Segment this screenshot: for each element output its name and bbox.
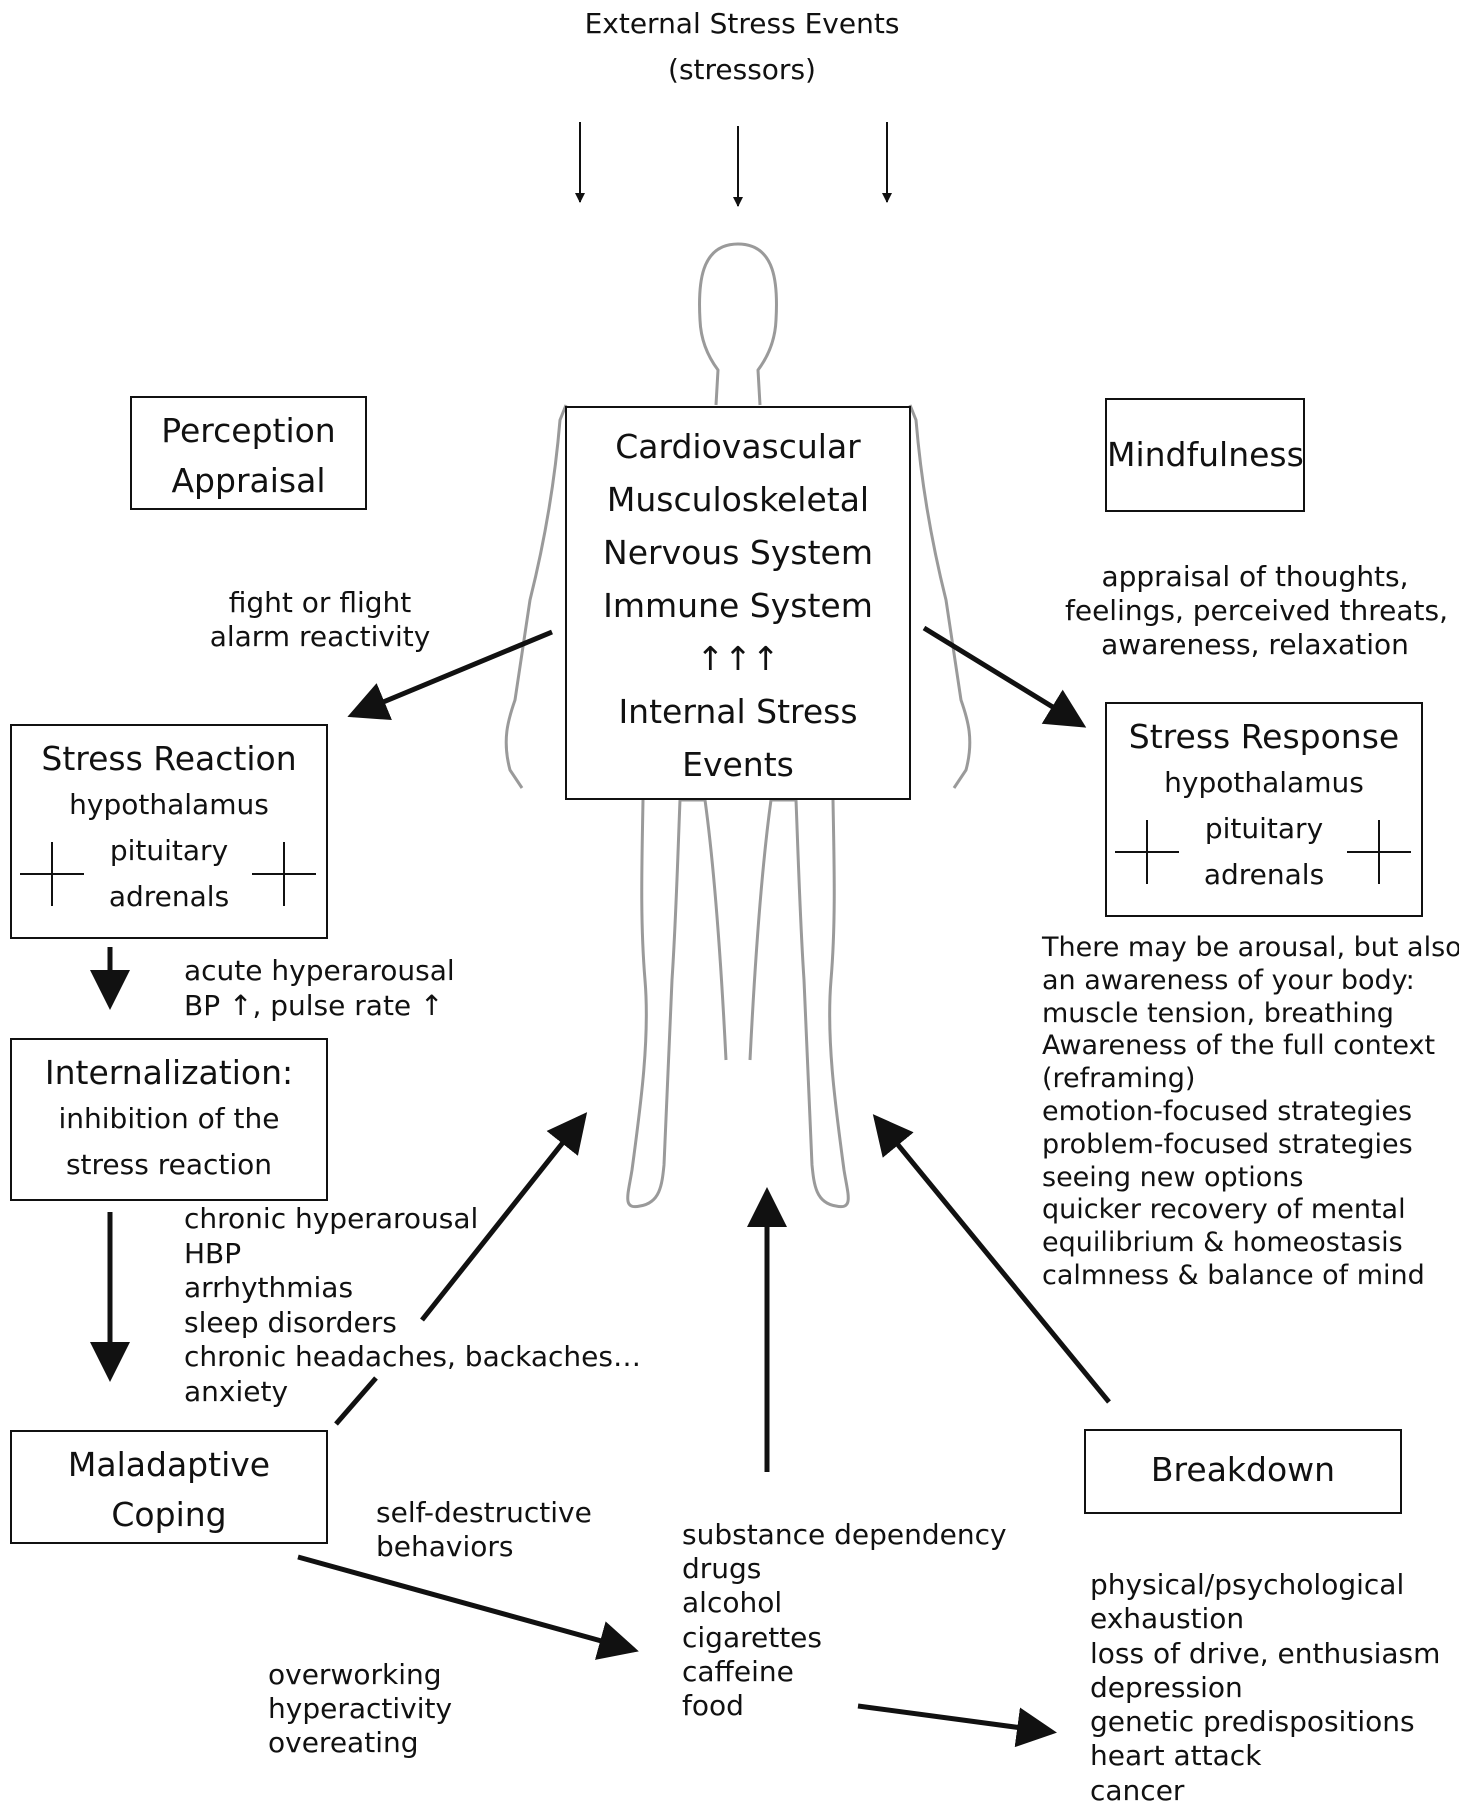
stress-response-title: Stress Response xyxy=(1128,717,1400,756)
stress-reaction-title: Stress Reaction xyxy=(41,739,297,778)
chronic-hyperarousal-text: chronic hyperarousal HBP arrhythmias sle… xyxy=(184,1202,641,1409)
appraisal-text: appraisal of thoughts, feelings, perceiv… xyxy=(1065,560,1449,662)
substance-dependency-text: substance dependency drugs alcohol cigar… xyxy=(682,1518,1007,1723)
mindfulness-label: Mindfulness xyxy=(1107,435,1304,474)
text-line: feelings, perceived threats, xyxy=(1065,594,1449,627)
center-line: Nervous System xyxy=(603,533,873,572)
cross-icon xyxy=(1115,820,1179,884)
arrow-maladaptive-to-body xyxy=(420,1112,588,1322)
text-line: genetic predispositions xyxy=(1090,1705,1415,1739)
text-line: overworking xyxy=(268,1658,442,1691)
exhaustion-text: physical/psychological exhaustion loss o… xyxy=(1090,1568,1440,1801)
text-line: quicker recovery of mental xyxy=(1042,1194,1406,1226)
text-line: chronic hyperarousal xyxy=(184,1202,479,1235)
text-line: caffeine xyxy=(682,1654,794,1688)
text-line: an awareness of your body: xyxy=(1042,964,1415,996)
overworking-text: overworking hyperactivity overeating xyxy=(268,1658,452,1761)
text-line: physical/psychological xyxy=(1090,1568,1405,1601)
text-line: heart attack xyxy=(1090,1739,1262,1773)
arrow-to-stress-response xyxy=(922,625,1087,728)
text-line: problem-focused strategies xyxy=(1042,1128,1413,1160)
arrow-to-stress-reaction xyxy=(347,629,553,721)
text-line: depression xyxy=(1090,1670,1243,1704)
human-body-outline xyxy=(504,242,972,1209)
text-line: adrenals xyxy=(1203,858,1325,891)
text-line: drugs xyxy=(682,1552,762,1586)
center-line: ↑↑↑ xyxy=(696,639,780,678)
maladaptive-line: Maladaptive xyxy=(67,1445,271,1484)
text-line: hypothalamus xyxy=(1164,766,1364,799)
text-line: chronic headaches, backaches… xyxy=(184,1340,641,1373)
stress-response-box: Stress Response hypothalamus pituitary a… xyxy=(1105,702,1423,917)
self-destructive-text: self-destructive behaviors xyxy=(376,1496,592,1564)
text-line: inhibition of the xyxy=(58,1102,280,1135)
perception-appraisal-box: Perception Appraisal xyxy=(130,396,367,510)
maladaptive-coping-box: Maladaptive Coping xyxy=(10,1430,328,1544)
breakdown-label: Breakdown xyxy=(1150,1450,1336,1489)
perception-line: Perception xyxy=(161,411,336,450)
cross-icon xyxy=(1347,820,1411,884)
arousal-awareness-text: There may be arousal, but also an awaren… xyxy=(1042,932,1459,1293)
text-line: muscle tension, breathing xyxy=(1042,997,1394,1029)
center-line: Immune System xyxy=(603,586,873,625)
text-line: arrhythmias xyxy=(184,1271,354,1304)
text-line: Awareness of the full context xyxy=(1042,1030,1436,1062)
text-line: stress reaction xyxy=(65,1148,273,1181)
text-line: appraisal of thoughts, xyxy=(1101,560,1409,593)
text-line: cancer xyxy=(1090,1773,1185,1801)
text-line: self-destructive xyxy=(376,1496,592,1529)
arrow-to-substance xyxy=(297,1554,639,1660)
text-line: hypothalamus xyxy=(69,788,269,821)
mindfulness-box: Mindfulness xyxy=(1105,398,1305,512)
external-stress-title: External Stress Events xyxy=(584,7,900,40)
internalization-box: Internalization: inhibition of the stres… xyxy=(10,1038,328,1201)
center-line: Musculoskeletal xyxy=(606,480,870,519)
text-line: equilibrium & homeostasis xyxy=(1042,1227,1403,1259)
text-line: adrenals xyxy=(108,880,230,913)
text-line: substance dependency xyxy=(682,1518,1007,1551)
fight-or-flight-text: fight or flight alarm reactivity xyxy=(200,586,440,654)
stressors-subtitle: (stressors) xyxy=(668,53,816,86)
text-line: acute hyperarousal xyxy=(184,954,455,987)
text-line: awareness, relaxation xyxy=(1101,628,1409,661)
text-line: cigarettes xyxy=(682,1620,822,1654)
text-line: pituitary xyxy=(109,834,229,867)
text-line: pituitary xyxy=(1204,812,1324,845)
breakdown-box: Breakdown xyxy=(1084,1429,1402,1514)
arrow-breakdown-to-body xyxy=(872,1114,1111,1404)
center-line: Events xyxy=(682,745,794,784)
text-line: overeating xyxy=(268,1726,419,1760)
text-line: alcohol xyxy=(682,1586,783,1620)
text-line: food xyxy=(682,1689,744,1723)
text-line: anxiety xyxy=(184,1374,289,1408)
text-line: There may be arousal, but also xyxy=(1042,932,1459,963)
text-line: BP ↑, pulse rate ↑ xyxy=(184,989,444,1022)
center-line: Internal Stress xyxy=(618,692,858,731)
text-line: exhaustion xyxy=(1090,1602,1245,1636)
text-line: calmness & balance of mind xyxy=(1042,1259,1425,1291)
appraisal-line: Appraisal xyxy=(171,461,326,500)
text-line: behaviors xyxy=(376,1530,514,1563)
text-line: hyperactivity xyxy=(268,1692,453,1726)
text-line: emotion-focused strategies xyxy=(1042,1095,1413,1127)
text-line: fight or flight xyxy=(228,586,412,619)
text-line: seeing new options xyxy=(1042,1161,1304,1193)
acute-hyperarousal-text: acute hyperarousal BP ↑, pulse rate ↑ xyxy=(184,953,455,1023)
arrow-to-breakdown-effects xyxy=(857,1703,1057,1748)
text-line: alarm reactivity xyxy=(209,620,431,653)
text-line: loss of drive, enthusiasm xyxy=(1090,1636,1441,1670)
stress-reaction-box: Stress Reaction hypothalamus pituitary a… xyxy=(10,724,328,939)
cross-icon xyxy=(252,842,316,906)
text-line: HBP xyxy=(184,1236,242,1270)
text-line: sleep disorders xyxy=(184,1305,397,1339)
arrow-maladaptive-to-body-lower xyxy=(334,1376,378,1426)
coping-line: Coping xyxy=(111,1495,227,1534)
internalization-title: Internalization: xyxy=(44,1053,294,1092)
text-line: (reframing) xyxy=(1042,1063,1196,1095)
center-line: Cardiovascular xyxy=(615,427,861,466)
internal-stress-box: Cardiovascular Musculoskeletal Nervous S… xyxy=(565,406,911,800)
cross-icon xyxy=(20,842,84,906)
